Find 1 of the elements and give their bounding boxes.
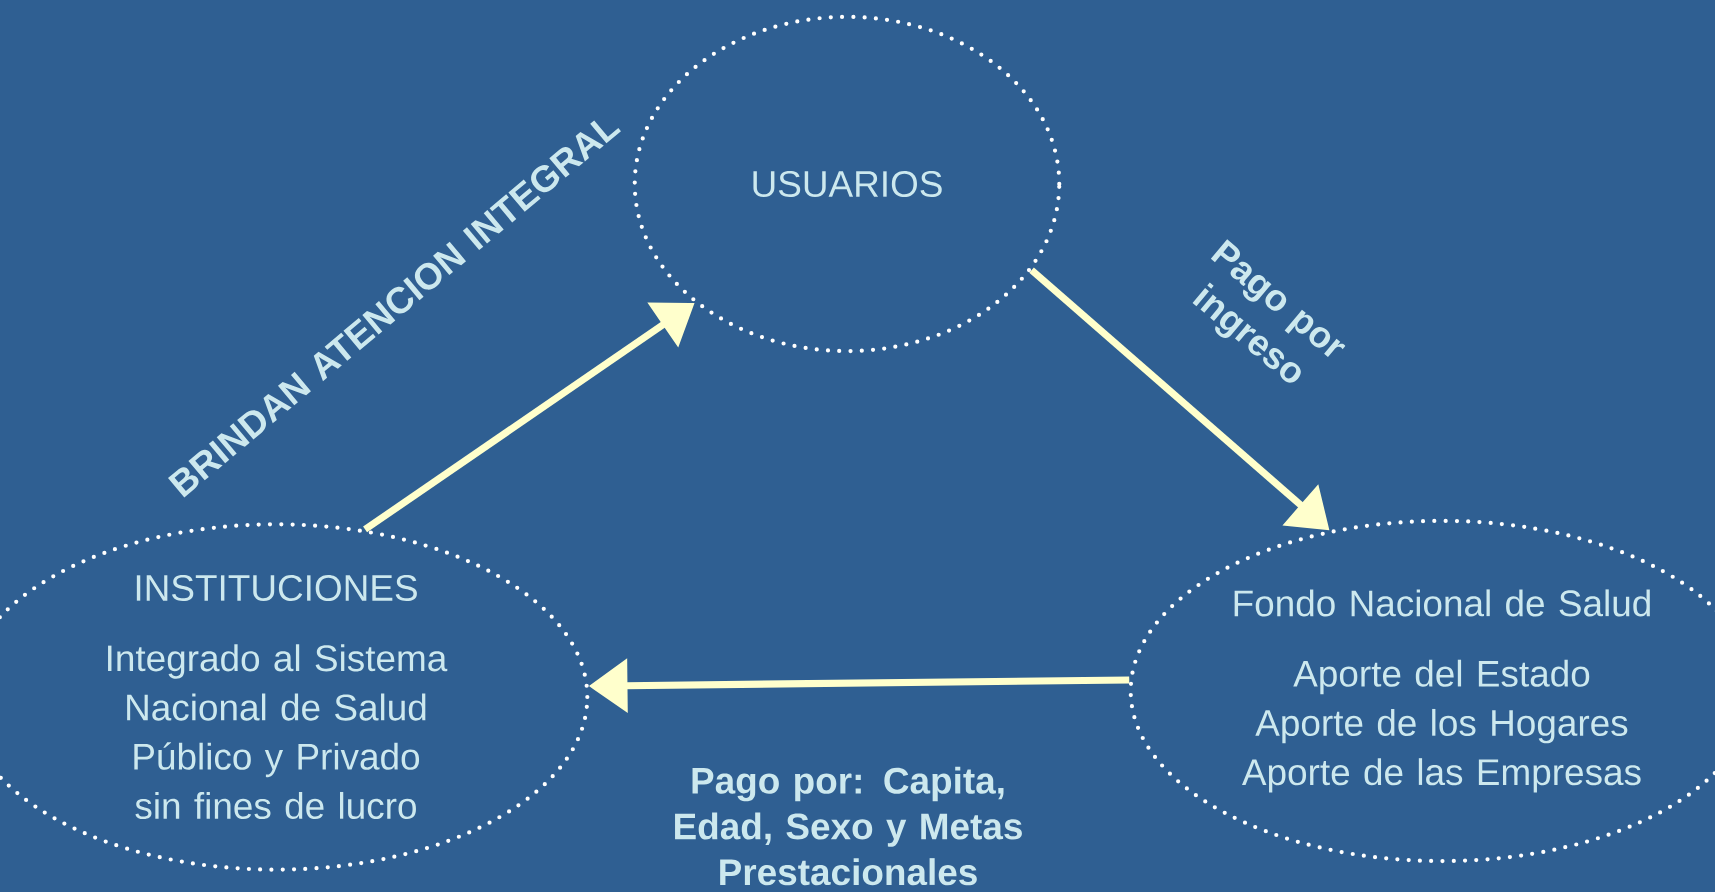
edge-label: Pago por: Capita, Edad, Sexo y Metas Prestacionales	[675, 766, 1022, 886]
